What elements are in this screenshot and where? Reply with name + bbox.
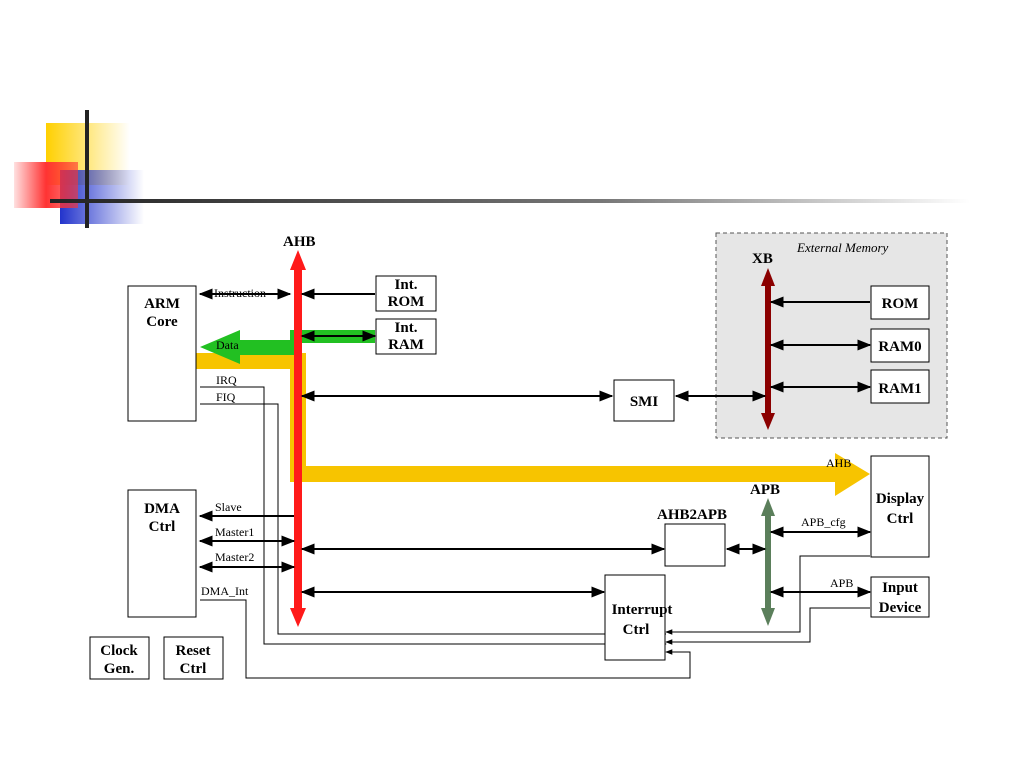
dma-ctrl-block	[127, 489, 197, 618]
reset-ctrl-label-1: Reset	[176, 643, 211, 659]
int-ram-label-2: RAM	[388, 337, 424, 353]
input-device-block	[870, 576, 930, 618]
display-ctrl-label-2: Ctrl	[887, 511, 914, 527]
arm-core-block	[127, 285, 197, 422]
external-memory-label: External Memory	[796, 240, 889, 255]
instruction-label: Instruction	[214, 286, 266, 300]
display-int-line	[665, 555, 870, 635]
int-ram-label-1: Int.	[395, 320, 418, 336]
decorative-header-graphic	[14, 110, 970, 228]
connection-arrows	[198, 288, 872, 598]
interrupt-ctrl-block	[604, 574, 666, 661]
fiq-label: FIQ	[216, 390, 236, 404]
rom-label: ROM	[882, 296, 919, 312]
fiq-line	[200, 403, 666, 635]
int-rom-block	[375, 275, 437, 312]
input-device-label-2: Device	[879, 600, 922, 616]
slave-label: Slave	[215, 500, 242, 514]
input-device-label-1: Input	[882, 580, 918, 596]
ram0-block	[870, 328, 930, 363]
interrupt-lines	[200, 386, 870, 679]
display-ctrl-label-1: Display	[876, 491, 925, 507]
dma-ctrl-label-2: Ctrl	[149, 519, 176, 535]
apb-bus-label: APB	[750, 482, 780, 498]
ahb2apb-block	[664, 523, 726, 567]
arm-core-label-2: Core	[146, 314, 178, 330]
int-ram-block	[375, 318, 437, 355]
ram1-block	[870, 369, 930, 404]
dma-int-label: DMA_Int	[201, 584, 249, 598]
reset-ctrl-label-2: Ctrl	[180, 661, 207, 677]
interrupt-ctrl-label-2: Ctrl	[623, 622, 650, 638]
clock-gen-block	[89, 636, 150, 680]
ram0-label: RAM0	[878, 339, 921, 355]
ahb-bus	[290, 250, 306, 627]
ahb-path-label: AHB	[826, 456, 851, 470]
master2-label: Master2	[215, 550, 254, 564]
interrupt-ctrl-label-1: Interrupt	[612, 602, 673, 618]
xb-bus-label: XB	[752, 251, 773, 267]
rom-block	[870, 285, 930, 320]
ram1-label: RAM1	[878, 381, 921, 397]
dma-ctrl-label-1: DMA	[144, 501, 180, 517]
apb-bus	[761, 498, 775, 626]
smi-block	[613, 379, 675, 422]
ahb-bus-label: AHB	[283, 234, 316, 250]
irq-line	[200, 386, 667, 647]
dma-int-line	[200, 599, 691, 679]
apb-input-label: APB	[830, 576, 853, 590]
data-label: Data	[216, 338, 239, 352]
display-ctrl-block	[870, 455, 930, 558]
int-rom-label-2: ROM	[388, 294, 425, 310]
irq-label: IRQ	[216, 373, 237, 387]
apb-cfg-label: APB_cfg	[801, 515, 846, 529]
master1-label: Master1	[215, 525, 254, 539]
clock-gen-label-1: Clock	[100, 643, 138, 659]
arm-core-label-1: ARM	[144, 296, 180, 312]
reset-ctrl-block	[163, 636, 224, 680]
xb-bus	[761, 268, 775, 430]
input-int-line	[665, 607, 870, 645]
smi-label: SMI	[630, 394, 659, 410]
int-rom-label-1: Int.	[395, 277, 418, 293]
ahb2apb-label: AHB2APB	[657, 507, 727, 523]
clock-gen-label-2: Gen.	[104, 661, 135, 677]
